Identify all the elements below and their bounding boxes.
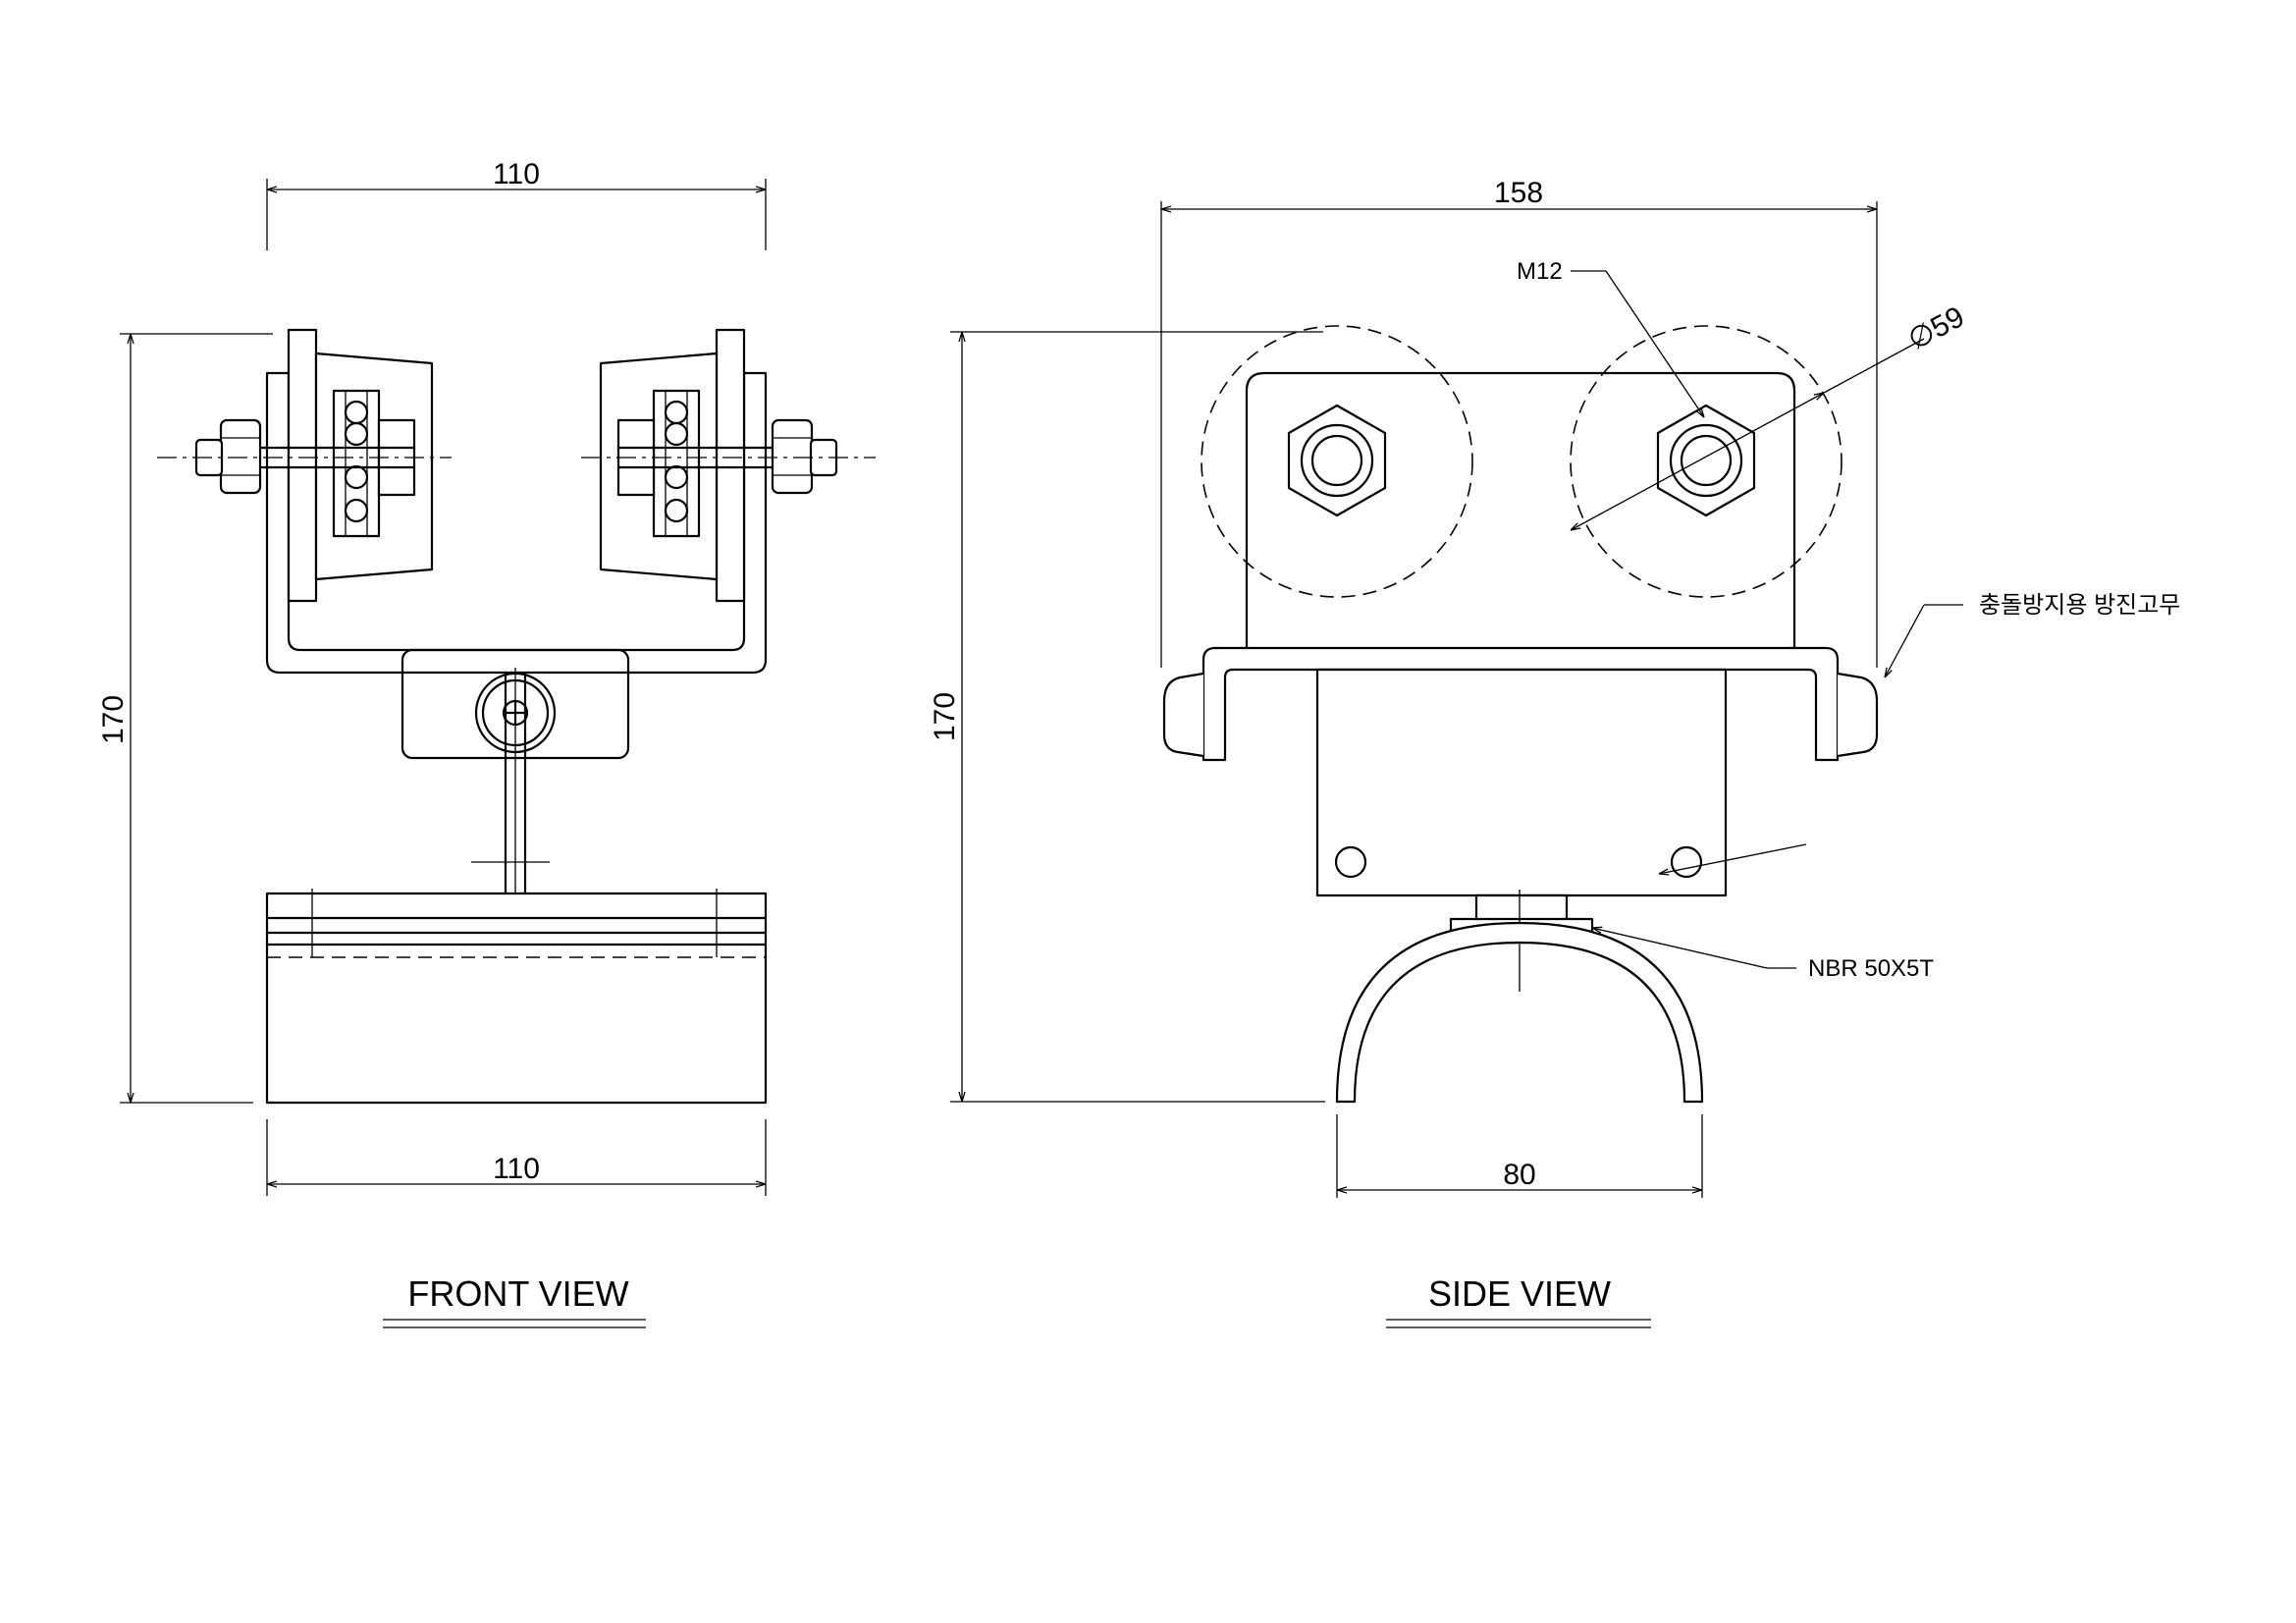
front-dim-height: 170	[97, 333, 273, 1104]
side-right-wheel	[1570, 325, 1842, 598]
front-right-wheel-assembly	[581, 328, 876, 603]
side-dim-height-label: 170	[929, 692, 961, 741]
side-label-rubber: 충돌방지용 방진고무	[1885, 592, 2180, 677]
side-saddle-clamp	[1335, 921, 1704, 1104]
side-view-title: SIDE VIEW	[1386, 1273, 1651, 1328]
side-dim-height: 170	[929, 331, 1325, 1103]
side-label-nbr: NBR 50X5T	[1592, 928, 1934, 982]
side-hanger-block	[1315, 668, 1807, 897]
side-dim-top: 158	[1160, 177, 1878, 668]
front-dim-bottom-label: 110	[493, 1153, 540, 1185]
side-right-nut	[1656, 404, 1756, 517]
side-label-nbr-text: NBR 50X5T	[1808, 955, 1934, 982]
side-view: 158 170 ∅59	[929, 177, 2180, 1328]
front-view-title-text: FRONT VIEW	[407, 1273, 628, 1314]
front-dim-top-label: 110	[493, 158, 540, 190]
side-dim-top-label: 158	[1494, 177, 1543, 209]
side-right-bumper	[1836, 672, 1879, 758]
side-body-plate	[1245, 371, 1796, 650]
front-clamp-block	[265, 889, 768, 1105]
front-dim-height-label: 170	[97, 695, 130, 744]
side-left-wheel	[1201, 325, 1473, 598]
side-label-rubber-text: 충돌방지용 방진고무	[1979, 592, 2180, 619]
front-dim-bottom: 110	[266, 1119, 767, 1196]
side-label-bolt: M12	[1517, 258, 1704, 417]
front-left-wheel-assembly	[157, 328, 452, 603]
side-dim-bottom-label: 80	[1503, 1159, 1535, 1191]
front-view: 110 170	[97, 158, 876, 1328]
side-dim-diameter: ∅59	[1571, 300, 1970, 530]
side-lower-bracket	[1201, 646, 1840, 762]
side-left-nut	[1287, 404, 1387, 517]
front-dim-top: 110	[266, 158, 767, 250]
side-view-title-text: SIDE VIEW	[1428, 1273, 1611, 1314]
side-label-bolt-text: M12	[1517, 258, 1563, 285]
side-left-bumper	[1162, 672, 1205, 758]
side-dim-bottom: 80	[1336, 1114, 1703, 1198]
side-dim-diameter-label: ∅59	[1903, 300, 1970, 356]
front-hanging-rod	[471, 668, 550, 913]
front-view-title: FRONT VIEW	[383, 1273, 646, 1328]
